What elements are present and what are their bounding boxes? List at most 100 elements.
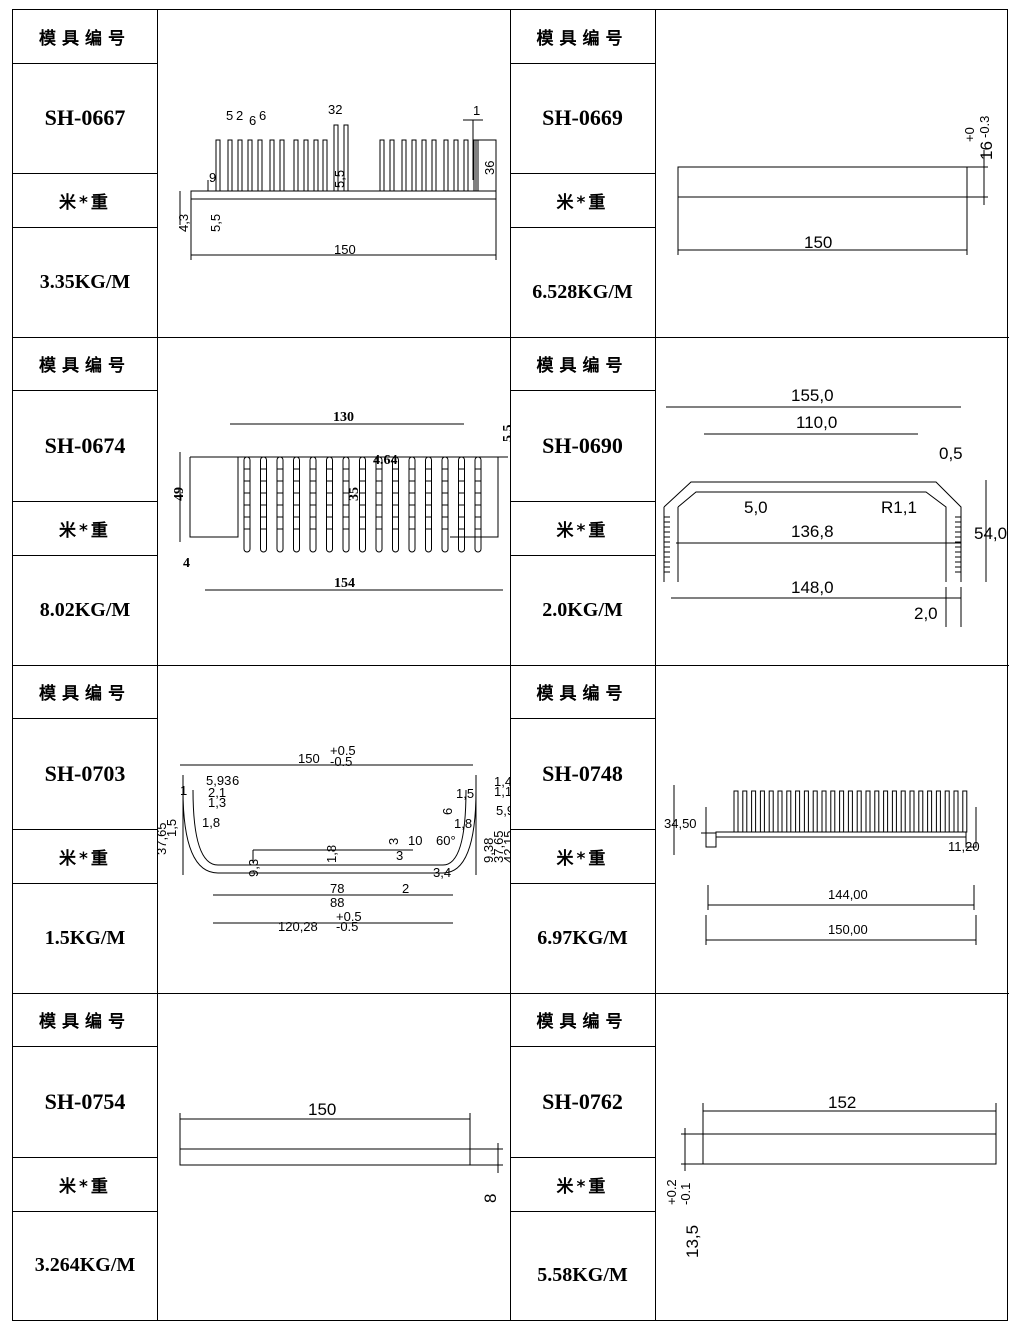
profile-fin (874, 790, 880, 833)
weight-header: 米*重 (59, 1176, 111, 1197)
profile-fin (379, 139, 385, 192)
weight-header: 米*重 (556, 848, 609, 869)
dimension-label: 110,0 (796, 413, 837, 432)
weight-value: 8.02KG/M (39, 598, 131, 621)
weight-header: 米*重 (556, 520, 609, 541)
profile-fin (733, 790, 739, 833)
dimension-label: 88 (330, 895, 344, 910)
profile-fin (777, 790, 783, 833)
dimension-label: R1,1 (881, 498, 917, 517)
dimension-label: 37,65 (491, 830, 506, 863)
weight-value: 3.264KG/M (34, 1254, 136, 1276)
dimension-label: 1,8 (454, 816, 472, 831)
profile-fin (389, 139, 395, 192)
mold-number-header: 模具编号 (536, 356, 629, 376)
dimension-label: 5,5 (208, 214, 223, 232)
dimension-label: 10 (408, 833, 422, 848)
profile-fin (443, 139, 449, 192)
dimension-label: 1,8 (202, 815, 220, 830)
grid-line (13, 993, 1009, 994)
dimension-label: 9 (209, 170, 216, 185)
profile-fin (279, 139, 285, 192)
dimension-label: -0.1 (678, 1183, 693, 1205)
profile-fin (812, 790, 818, 833)
mold-number-header: 模具编号 (536, 684, 629, 704)
profile-fin (927, 790, 933, 833)
dimension-label: 154 (334, 576, 355, 591)
dimension-label: 35 (347, 487, 362, 501)
dimension-label: 37,65 (158, 822, 169, 855)
profile-drawing-sh-0754: 150 8 (179, 1100, 503, 1203)
dimension-label: 6 (440, 808, 455, 815)
profile-fin (453, 139, 459, 192)
dimension-label: 2 (402, 881, 409, 896)
profile-fin (313, 139, 319, 192)
dimension-label: +0.5 (330, 743, 356, 758)
dimension-label: +0.2 (664, 1179, 679, 1205)
weight-value: 6.97KG/M (537, 926, 628, 949)
dimension-label: 1 (473, 103, 480, 118)
profile-fin (821, 790, 827, 833)
dimension-label: 60° (436, 833, 456, 848)
dimension-label: 3 (396, 848, 403, 863)
weight-header: 米*重 (59, 848, 111, 869)
mold-number-header: 模具编号 (536, 29, 629, 49)
dimension-label: 13,5 (683, 1225, 702, 1258)
dimension-label: -0.5 (336, 919, 358, 934)
weight-value: 3.35KG/M (39, 270, 131, 293)
profile-fin (303, 139, 309, 192)
dimension-label: 130 (333, 410, 354, 425)
profile-fin (431, 139, 437, 192)
dimension-label: 42,15 (501, 830, 510, 863)
profile-fin (962, 790, 968, 833)
weight-header: 米*重 (59, 520, 111, 541)
weight-header: 米*重 (59, 192, 111, 213)
mold-number-header: 模具编号 (536, 1012, 629, 1032)
dimension-label: 49 (172, 487, 187, 501)
profile-drawing-sh-0667: 150 5 2 6 6 32 1 36 9 5,5 4,3 5,5 (176, 102, 497, 260)
mold-code: SH-0669 (542, 105, 623, 130)
dimension-label: 5,5 (332, 170, 347, 188)
profile-fin (768, 790, 774, 833)
profile-drawing-sh-0748: 34,50 11,20 144,00 150,00 (664, 785, 980, 945)
profile-fin (293, 139, 299, 192)
profile-fin (463, 139, 469, 192)
mold-code: SH-0674 (44, 432, 126, 458)
profile-fin (751, 790, 757, 833)
profile-drawing-sh-0674: 130 5.5 4.64 49 35 4 154 (172, 410, 510, 591)
profile-fin (909, 790, 915, 833)
dimension-label: -0.5 (330, 754, 352, 769)
dimension-label: 152 (828, 1093, 856, 1112)
dimension-label: 144,00 (828, 887, 868, 902)
mold-number-header: 模具编号 (39, 356, 131, 376)
profile-fin (830, 790, 836, 833)
profile-fin (257, 139, 263, 192)
profile-fin (237, 139, 243, 192)
profile-drawing-sh-0703: 150 +0.5 -0.5 5,93 2,1 6 1 1,3 1,8 1,5 3… (158, 743, 510, 934)
dimension-label: 4.64 (373, 453, 398, 468)
grid-line (13, 665, 1009, 666)
dimension-label: 150 (308, 1100, 336, 1119)
dimension-label: 32 (328, 102, 342, 117)
dimension-label: 2,1 (208, 785, 226, 800)
dimension-label: 1,13 (494, 784, 510, 799)
dimension-label: 148,0 (791, 578, 834, 597)
profile-fin (865, 790, 871, 833)
profile-drawing-sh-0762: 152 13,5 +0.2 -0.1 (664, 1093, 997, 1258)
dimension-label: 3,4 (433, 865, 451, 880)
dimension-label: 5,0 (744, 498, 768, 517)
profile-fin (475, 139, 497, 192)
profile-fin (900, 790, 906, 833)
dimension-label: 6 (232, 773, 239, 788)
weight-value: 6.528KG/M (532, 280, 633, 303)
dimension-label: 5 (226, 108, 233, 123)
profile-fin (227, 139, 233, 192)
dimension-label: 16 (977, 141, 996, 160)
mold-number-header: 模具编号 (39, 1012, 131, 1032)
profile-fin (803, 790, 809, 833)
profile-fin (343, 124, 349, 192)
dimension-label: 4,3 (176, 214, 191, 232)
dimension-label: 6 (259, 108, 266, 123)
weight-header: 米*重 (556, 1176, 609, 1197)
mold-code: SH-0748 (542, 760, 623, 786)
